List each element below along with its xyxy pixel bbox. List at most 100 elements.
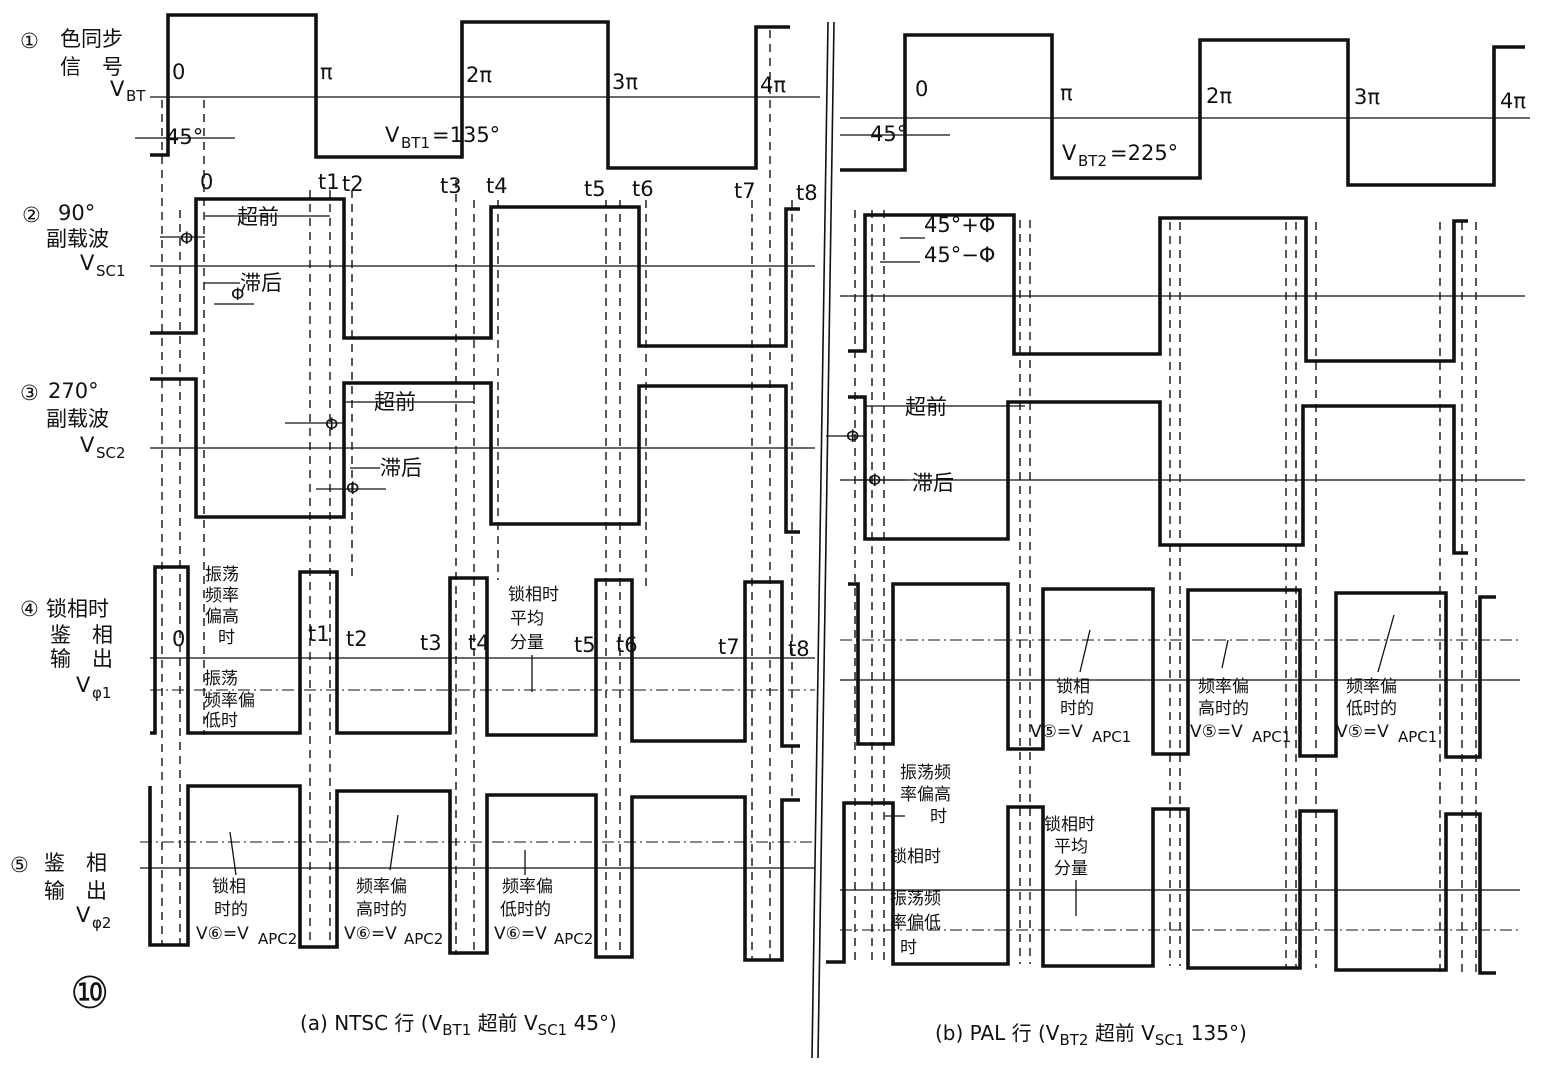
svg-text:V⑤=V: V⑤=V [1190,722,1243,742]
svg-text:低时的: 低时的 [1346,699,1397,719]
svg-text:t4: t4 [468,631,490,655]
svg-text:=225°: =225° [1110,141,1178,165]
svg-text:时的: 时的 [214,900,248,920]
svg-text:锁相: 锁相 [212,877,246,897]
svg-text:平均: 平均 [510,609,544,629]
axis-lines [140,96,1530,931]
svg-text:振荡频: 振荡频 [890,889,941,909]
ntsc-vbt-value: V BT1 =135° [385,123,500,152]
row-label-5: ⑤ 鉴 相 输 出 V φ2 [10,851,111,932]
svg-text:频率偏: 频率偏 [356,877,407,897]
ntsc-row5-notes: 锁相 时的 V⑥=V APC2 频率偏 高时的 V⑥=V APC2 频率偏 低时… [196,814,593,948]
svg-text:APC1: APC1 [1398,728,1437,746]
row1-circle: ① [20,29,39,53]
pal-vphi2-wave [826,801,1496,975]
caption-ntsc: (a) NTSC 行 (VBT1 超前 VSC1 45°) [300,1011,617,1039]
svg-text:t8: t8 [788,637,810,661]
ntsc-vphi1-wave [150,565,800,748]
svg-text:锁相: 锁相 [1056,677,1090,697]
ntsc-phase-3pi: 3π [612,70,638,94]
pal-row3-annotations: 超前 Φ Φ 滞后 [826,395,1025,495]
pal-phase-3pi: 3π [1354,85,1380,109]
row2-line2: 副载波 [46,227,109,251]
row-label-1: ① 色同步 信 号 V BT [20,27,146,105]
pal-row2-annotations: 45°+Φ 45°−Φ [880,213,995,267]
svg-text:t2: t2 [346,627,368,651]
pal-vbt-value: V BT2 =225° [1062,141,1178,170]
svg-text:率偏高: 率偏高 [900,785,951,805]
row5-circle: ⑤ [10,853,29,877]
pal-phase-0: 0 [915,77,928,101]
svg-text:V⑤=V: V⑤=V [1030,722,1083,742]
svg-text:低时: 低时 [204,711,238,731]
row2-line1: 90° [58,201,95,225]
pal-row4-notes: 锁相 时的 V⑤=V APC1 频率偏 高时的 V⑤=V APC1 频率偏 低时… [1030,614,1437,746]
pal-row3-lag: 滞后 [912,471,954,495]
ntsc-row2-lead: 超前 [237,205,279,229]
svg-text:V⑤=V: V⑤=V [1336,722,1389,742]
ntsc-row2-phi2: Φ [231,285,244,305]
pal-row3-phi2: Φ [868,471,881,491]
ntsc-row3-phi2: Φ [346,479,359,499]
pal-row3-lead: 超前 [905,395,947,419]
svg-text:率偏低: 率偏低 [890,913,941,933]
row5-line1: 鉴 相 [44,851,107,875]
svg-text:t8: t8 [796,181,818,205]
ntsc-vsc2-wave [150,377,800,534]
panel-divider-2 [817,21,835,1059]
caption-pal: (b) PAL 行 (VBT2 超前 VSC1 135°) [935,1021,1247,1049]
svg-text:时的: 时的 [1060,699,1094,719]
ntsc-phase-pi: π [320,60,333,84]
row4-symbol: V [76,673,91,697]
row2-circle: ② [22,203,41,227]
ntsc-phase-marks: 0 π 2π 3π 4π [172,60,786,97]
row-label-3: ③ 270° 副载波 V SC2 [20,379,126,462]
svg-text:t3: t3 [420,631,442,655]
row3-symbol: V [80,433,95,457]
svg-text:(b) PAL 行 (VBT2 超前 VSC1 135°): (b) PAL 行 (VBT2 超前 VSC1 135°) [935,1021,1247,1049]
svg-text:t1: t1 [318,170,340,194]
svg-text:t5: t5 [584,177,606,201]
svg-text:频率: 频率 [205,586,239,606]
ntsc-row3-lag: 滞后 [380,456,422,480]
svg-text:锁相时: 锁相时 [1044,815,1095,835]
ntsc-row4-notes: 振荡 频率 偏高 时 振荡 频率偏 低时 锁相时 平均 分量 [204,565,559,731]
svg-text:(a) NTSC 行 (VBT1 超前 VSC1 45°): (a) NTSC 行 (VBT1 超前 VSC1 45°) [300,1011,617,1039]
ntsc-phase-4pi: 4π [760,73,786,97]
svg-text:V: V [385,123,400,147]
row3-subscript: SC2 [96,444,126,462]
pal-vsc2-wave [848,395,1468,555]
row2-symbol: V [80,251,95,275]
svg-text:t7: t7 [734,179,756,203]
ntsc-row2-lag: 滞后 [240,271,282,295]
figure-number: ⑩ [70,968,109,1019]
svg-text:0: 0 [200,170,213,194]
row3-line1: 270° [48,379,99,403]
ntsc-vphi2-wave [148,784,800,962]
deg45-pal-label: 45° [870,122,907,146]
pal-phase-2pi: 2π [1206,84,1232,108]
svg-text:V⑥=V: V⑥=V [196,924,249,944]
pal-phase-4pi: 4π [1500,89,1526,113]
svg-text:t4: t4 [486,174,508,198]
svg-text:偏高: 偏高 [205,607,239,627]
svg-text:V⑥=V: V⑥=V [344,924,397,944]
pal-vbt-wave [840,33,1525,187]
row5-subscript: φ2 [92,914,111,932]
deg45-ntsc: 45° [135,125,235,149]
row3-line2: 副载波 [46,407,109,431]
svg-text:APC2: APC2 [258,930,297,948]
pal-vsc1-wave [848,213,1468,363]
svg-text:t1: t1 [308,622,330,646]
svg-text:平均: 平均 [1054,837,1088,857]
ntsc-vbt-wave [150,13,790,170]
svg-text:BT2: BT2 [1078,152,1107,170]
svg-text:V: V [1062,141,1077,165]
svg-text:低时的: 低时的 [500,900,551,920]
row3-circle: ③ [20,381,39,405]
svg-text:分量: 分量 [1054,859,1088,879]
pal-phase-pi: π [1060,81,1073,105]
pal-row5-notes: 振荡频 率偏高 时 锁相时 振荡频 率偏低 时 锁相时 平均 分量 [885,763,1095,958]
svg-text:BT1: BT1 [401,134,430,152]
ntsc-row3-annotations: 超前 Φ 滞后 Φ [285,390,474,499]
